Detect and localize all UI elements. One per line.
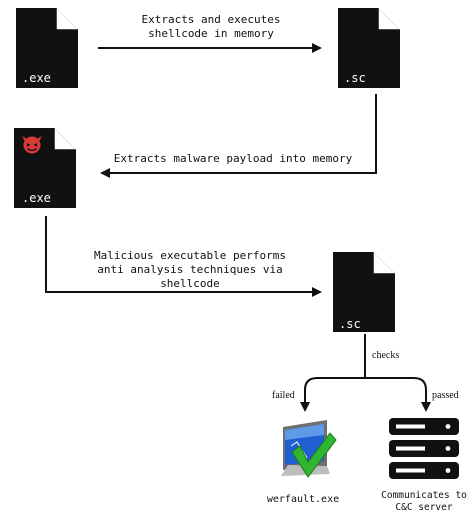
malicious-exe-label: .exe bbox=[22, 191, 51, 205]
window-check-icon bbox=[281, 420, 337, 478]
step3-label-line1: Malicious executable performs bbox=[94, 249, 286, 262]
passed-label: passed bbox=[432, 390, 459, 401]
failed-label: failed bbox=[272, 390, 295, 401]
step3-label-line3: shellcode bbox=[160, 277, 220, 290]
werfault-label: werfault.exe bbox=[267, 494, 339, 505]
failed-branch-arrow bbox=[300, 377, 365, 412]
step2-arrow bbox=[100, 94, 377, 178]
exe-file-label: .exe bbox=[22, 71, 51, 85]
shellcode-file-icon-2: .sc bbox=[332, 251, 396, 333]
passed-branch-arrow bbox=[365, 377, 431, 412]
step3-arrow bbox=[45, 216, 322, 297]
server-rack-icon bbox=[389, 418, 459, 479]
checks-label: checks bbox=[372, 350, 399, 361]
step2-label: Extracts malware payload into memory bbox=[114, 152, 353, 165]
server-label-line1: Communicates to bbox=[381, 490, 467, 501]
malicious-exe-file-icon: .exe bbox=[13, 127, 77, 209]
exe-file-icon: .exe bbox=[15, 7, 79, 89]
sc-file-label-2: .sc bbox=[339, 317, 361, 331]
step1-label-line2: shellcode in memory bbox=[148, 27, 274, 40]
sc-file-label: .sc bbox=[344, 71, 366, 85]
step3-label-line2: anti analysis techniques via bbox=[97, 263, 282, 276]
step1-label-line1: Extracts and executes bbox=[141, 13, 280, 26]
server-label-line2: C&C server bbox=[395, 502, 452, 513]
shellcode-file-icon: .sc bbox=[337, 7, 401, 89]
devil-face-icon bbox=[22, 136, 42, 154]
